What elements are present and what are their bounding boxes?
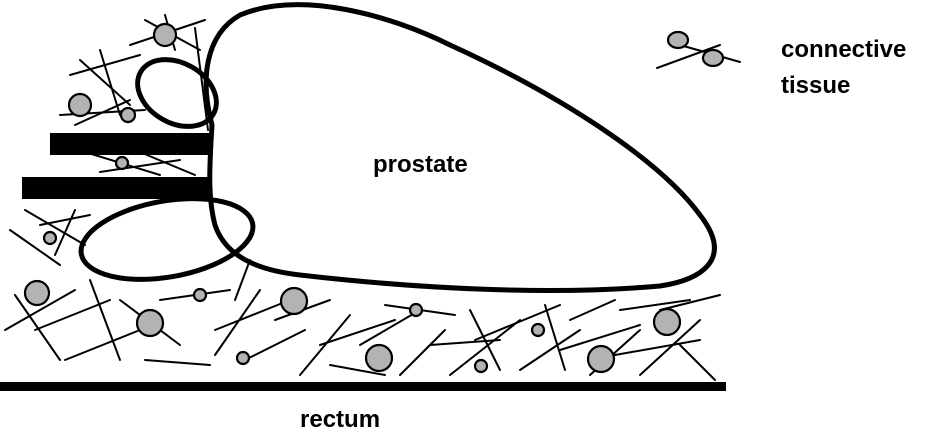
rectum-line	[0, 382, 726, 391]
upper-vesicle-loop	[135, 57, 219, 129]
connective-tissue-label-line1: connective	[781, 36, 906, 63]
lower-duct-bar	[22, 177, 212, 199]
vesicle-loops	[78, 57, 256, 282]
prostate-label: prostate	[373, 151, 468, 178]
lower-vesicle-loop	[78, 196, 256, 282]
rectum-label: rectum	[300, 406, 380, 431]
upper-duct-bar	[50, 133, 212, 155]
connective-tissue-cells	[23, 22, 725, 374]
prostate-outline	[203, 2, 717, 293]
duct-bars	[22, 133, 212, 199]
connective-tissue-label-line2: tissue	[781, 72, 850, 99]
